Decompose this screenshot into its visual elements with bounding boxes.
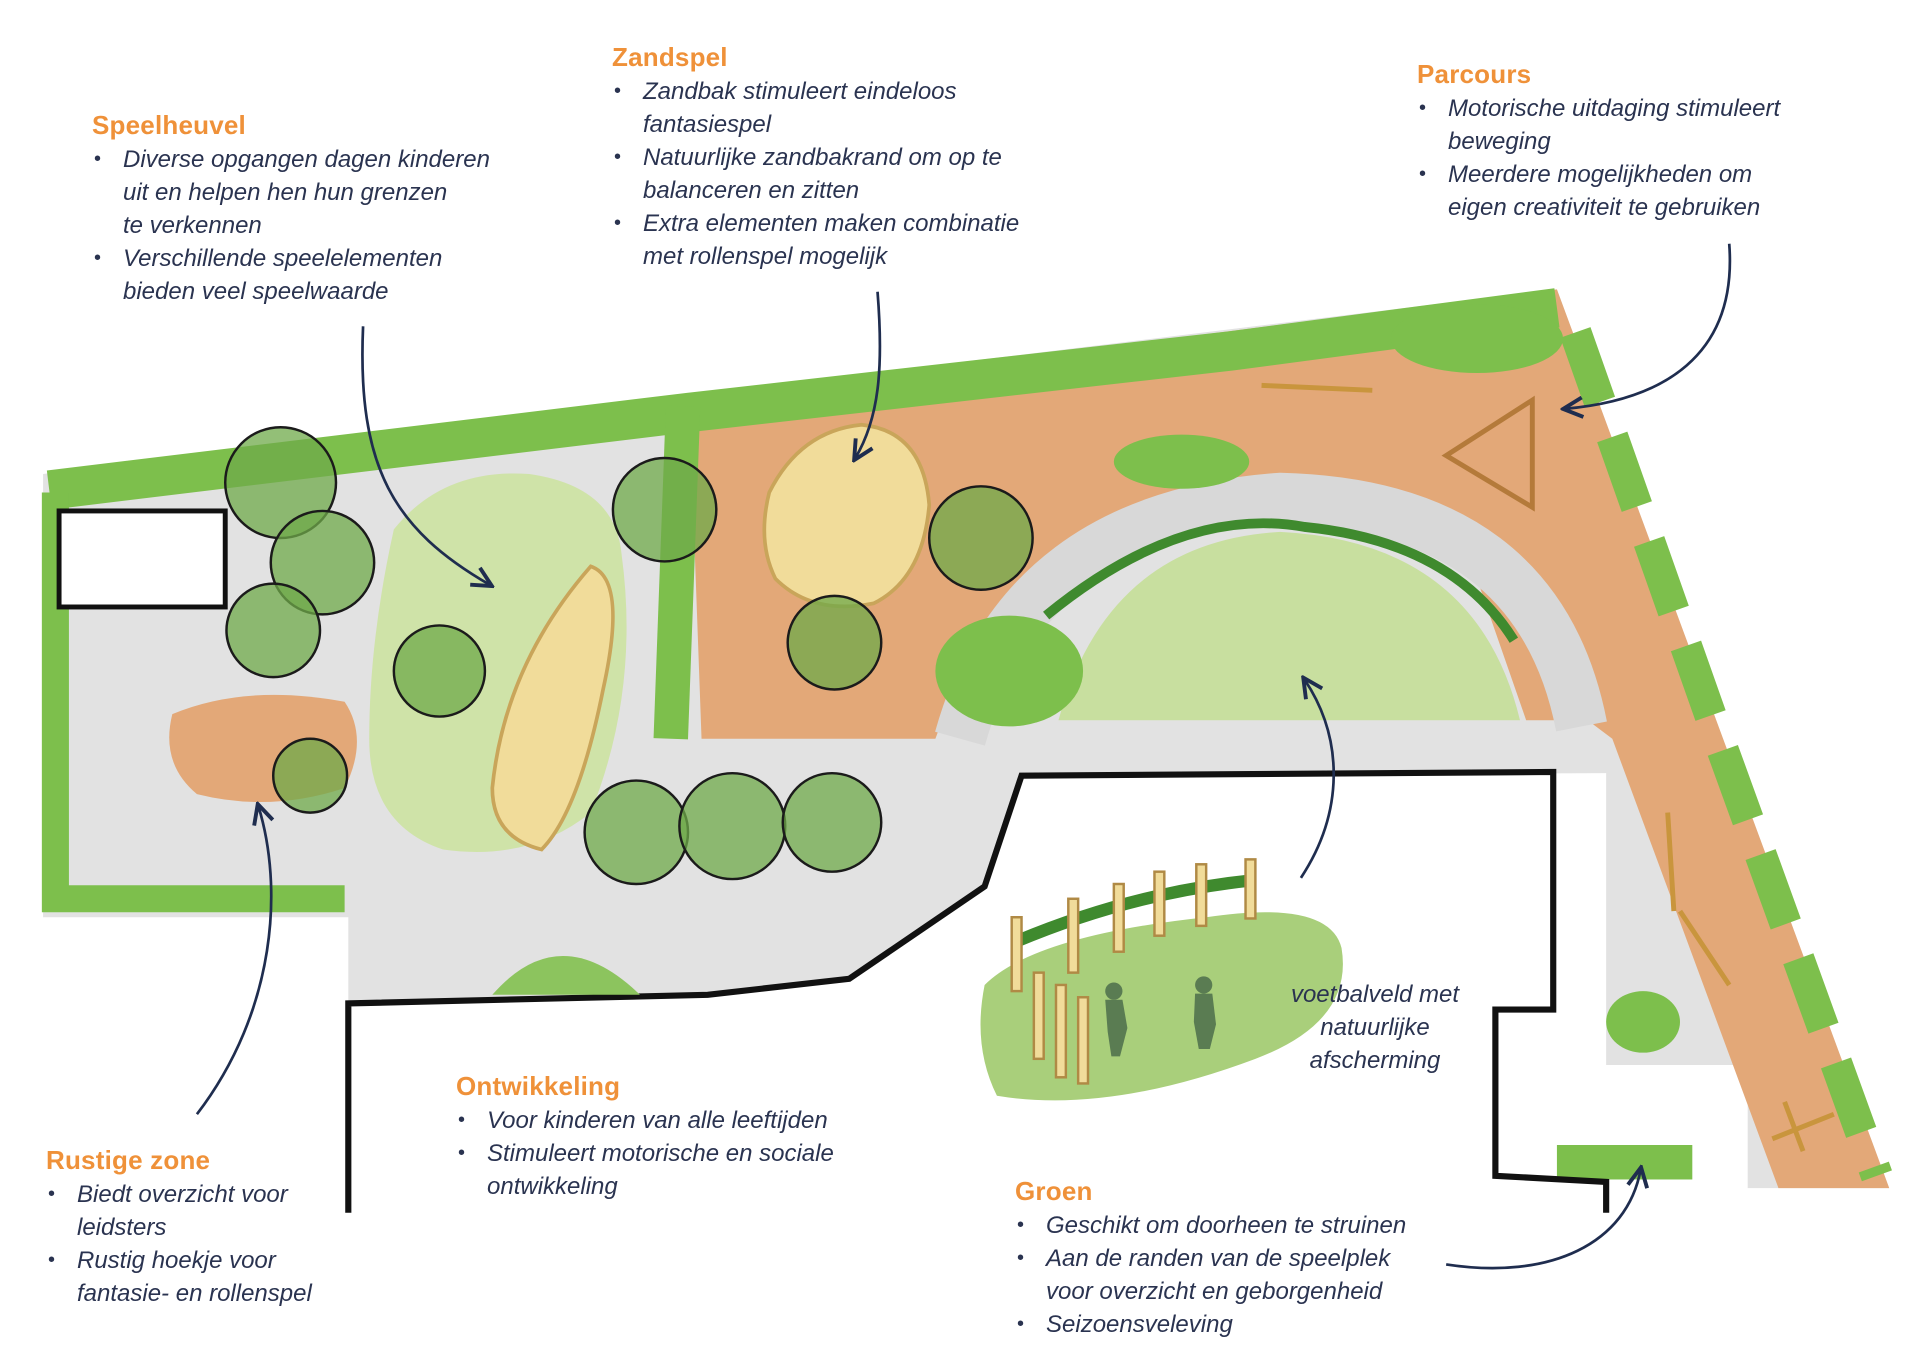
note-title: Parcours <box>1417 59 1532 89</box>
bullet-line: Geschikt om doorheen te struinen <box>1046 1212 1407 1239</box>
bullet-line: Voor kinderen van alle leeftijden <box>487 1107 828 1134</box>
caption-line: voetbalveld met <box>1290 981 1460 1008</box>
bullet-line: fantasie- en rollenspel <box>77 1280 312 1307</box>
hedge-top <box>46 288 1560 510</box>
football-field <box>1058 531 1520 721</box>
shrub <box>1606 991 1680 1053</box>
bullet-line: Aan de randen van de speelplek <box>1046 1245 1391 1272</box>
inset-hedge <box>1012 874 1254 948</box>
fence-posts <box>1010 858 1257 1085</box>
arrow-parcours <box>1566 243 1732 409</box>
bullet-line: Biedt overzicht voor <box>77 1181 288 1208</box>
bullet-item: Extra elementen maken combinatie met roll… <box>612 207 1019 273</box>
children-silhouettes <box>1105 976 1216 1057</box>
bullet-line: uit en helpen hen hun grenzen <box>123 179 448 206</box>
bullet-list: Diverse opgangen dagen kinderen uit en he… <box>92 143 490 308</box>
bullet-line: Zandbak stimuleert eindeloos <box>643 78 957 105</box>
caption-line: afscherming <box>1309 1047 1441 1074</box>
bullet-list: Geschikt om doorheen te struinenAan de r… <box>1015 1209 1406 1341</box>
arrow-rustige-zone <box>195 806 271 1116</box>
bullet-item: Seizoensveleving <box>1015 1308 1406 1341</box>
hedge-divider <box>653 405 701 740</box>
bullet-line: beweging <box>1448 128 1551 155</box>
building-outline <box>345 768 1610 1213</box>
bullet-line: balanceren en zitten <box>643 177 860 204</box>
note-title: Zandspel <box>612 42 728 72</box>
caption-line: natuurlijke <box>1320 1014 1430 1041</box>
bullet-list: Zandbak stimuleert eindeloos fantasiespel… <box>612 75 1019 273</box>
hedge-left <box>41 492 345 913</box>
bullet-line: fantasiespel <box>643 111 772 138</box>
bullet-line: te verkennen <box>123 212 262 239</box>
bullet-item: Stimuleert motorische en sociale ontwikke… <box>456 1137 834 1203</box>
note-speelheuvel: SpeelheuvelDiverse opgangen dagen kinder… <box>92 110 490 308</box>
bullet-line: bieden veel speelwaarde <box>123 278 389 305</box>
shed <box>56 508 228 610</box>
field-hedge <box>1043 518 1519 643</box>
bullet-item: Rustig hoekje voor fantasie- en rollenspe… <box>46 1244 312 1310</box>
bullet-item: Geschikt om doorheen te struinen <box>1015 1209 1406 1242</box>
note-rustige-zone: Rustige zoneBiedt overzicht voor leidster… <box>46 1145 312 1310</box>
bullet-item: Natuurlijke zandbakrand om op te balancer… <box>612 141 1019 207</box>
arrow-groen <box>1445 1170 1640 1270</box>
voetbalveld-caption: voetbalveld met natuurlijke afscherming <box>1255 978 1495 1077</box>
note-parcours: ParcoursMotorische uitdaging stimuleert b… <box>1417 59 1780 224</box>
small-lawn <box>492 956 640 995</box>
shrub <box>1113 434 1250 489</box>
note-ontwikkeling: OntwikkelingVoor kinderen van alle leeft… <box>456 1071 834 1203</box>
bullet-line: Seizoensveleving <box>1046 1311 1233 1338</box>
bullet-line: Natuurlijke zandbakrand om op te <box>643 144 1002 171</box>
bullet-line: Motorische uitdaging stimuleert <box>1448 95 1781 122</box>
bullet-line: Stimuleert motorische en sociale <box>487 1140 834 1167</box>
bullet-line: eigen creativiteit te gebruiken <box>1448 194 1761 221</box>
bullet-line: Verschillende speelelementen <box>123 245 443 272</box>
parcours-elements <box>1261 382 1835 1153</box>
bullet-item: Zandbak stimuleert eindeloos fantasiespel <box>612 75 1019 141</box>
bullet-item: Diverse opgangen dagen kinderen uit en he… <box>92 143 490 242</box>
bullet-line: Meerdere mogelijkheden om <box>1448 161 1753 188</box>
shrub <box>935 615 1084 727</box>
bullet-item: Meerdere mogelijkheden om eigen creativit… <box>1417 158 1780 224</box>
bullet-list: Voor kinderen van alle leeftijdenStimule… <box>456 1104 834 1203</box>
hedge-right <box>1560 327 1892 1182</box>
shrub <box>1556 1145 1693 1180</box>
bullet-line: leidsters <box>77 1214 167 1241</box>
bullet-list: Biedt overzicht voor leidstersRustig hoek… <box>46 1178 312 1310</box>
bullet-list: Motorische uitdaging stimuleertbewegingM… <box>1417 92 1780 224</box>
note-zandspel: ZandspelZandbak stimuleert eindeloos fant… <box>612 42 1019 273</box>
callout-arrows <box>195 243 1732 1270</box>
bullet-line: Rustig hoekje voor <box>77 1247 276 1274</box>
bullet-line: met rollenspel mogelijk <box>643 243 888 270</box>
note-title: Rustige zone <box>46 1145 211 1175</box>
bullet-line: Extra elementen maken combinatie <box>643 210 1020 237</box>
note-title: Groen <box>1015 1176 1093 1206</box>
arrow-speelheuvel <box>361 326 489 585</box>
arrow-voetbalveld <box>1299 680 1336 879</box>
note-groen: GroenGeschikt om doorheen te struinenAan… <box>1015 1176 1406 1341</box>
trees <box>224 425 1034 886</box>
bullet-item: Voor kinderen van alle leeftijden <box>456 1104 834 1137</box>
sandbox-zandspel <box>762 422 932 609</box>
shrub <box>1390 304 1564 374</box>
bullet-line: voor overzicht en geborgenheid <box>1046 1278 1383 1305</box>
bullet-item: Aan de randen van de speelplek voor overz… <box>1015 1242 1406 1308</box>
bullet-item: Motorische uitdaging stimuleert beweging <box>1417 92 1780 158</box>
sand-pit-slope <box>490 564 615 852</box>
bullet-item: Biedt overzicht voor leidsters <box>46 1178 312 1244</box>
bullet-item: Verschillende speelelementen bieden veel … <box>92 242 490 308</box>
bullet-line: Diverse opgangen dagen kinderen <box>123 146 490 173</box>
note-title: Speelheuvel <box>92 110 246 140</box>
note-title: Ontwikkeling <box>456 1071 621 1101</box>
bullet-line: ontwikkeling <box>487 1173 618 1200</box>
arrow-zandspel <box>855 291 882 458</box>
